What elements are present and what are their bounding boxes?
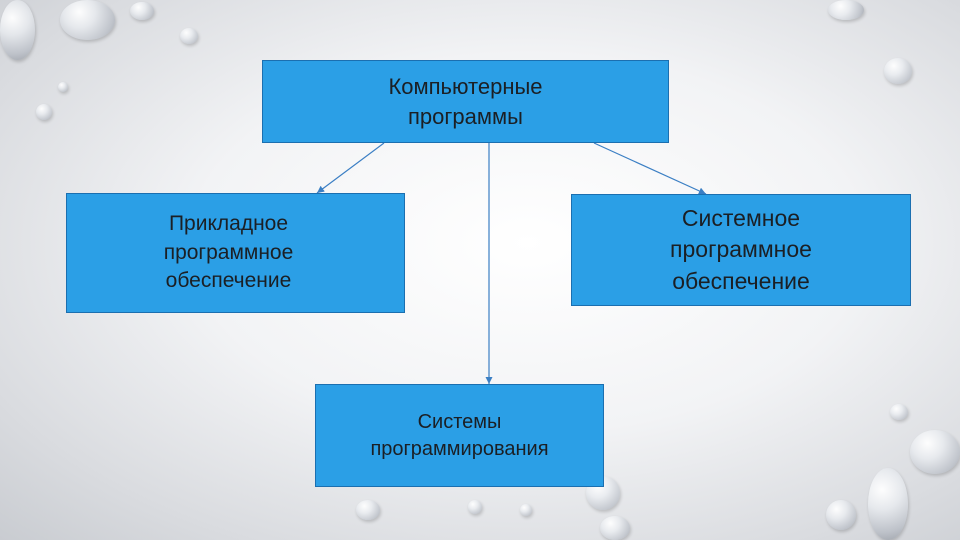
water-drop-decoration [58, 82, 68, 92]
root-node-label: Компьютерные программы [388, 73, 543, 129]
system-software-node: Системное программное обеспечение [571, 194, 911, 306]
water-drop-decoration [60, 0, 115, 40]
water-drop-decoration [520, 504, 532, 516]
connector-to-system [593, 142, 707, 195]
water-drop-decoration [36, 104, 52, 120]
water-drop-decoration [600, 516, 630, 540]
water-drop-decoration [884, 58, 912, 84]
root-node: Компьютерные программы [262, 60, 669, 143]
applied-software-label: Прикладное программное обеспечение [163, 212, 294, 293]
water-drop-decoration [180, 28, 198, 44]
connector-to-applied [316, 142, 385, 194]
water-drop-decoration [890, 404, 908, 420]
programming-systems-node: Системы программирования [315, 384, 604, 487]
water-drop-decoration [826, 500, 856, 530]
applied-software-node: Прикладное программное обеспечение [66, 193, 405, 313]
system-software-label: Системное программное обеспечение [670, 205, 812, 294]
water-drop-decoration [828, 0, 864, 20]
water-drop-decoration [468, 500, 482, 514]
water-drop-decoration [868, 468, 908, 540]
programming-systems-label: Системы программирования [370, 410, 549, 460]
water-drop-decoration [910, 430, 960, 474]
water-drop-decoration [0, 0, 35, 60]
water-drop-decoration [356, 500, 380, 520]
water-drop-decoration [130, 2, 154, 20]
